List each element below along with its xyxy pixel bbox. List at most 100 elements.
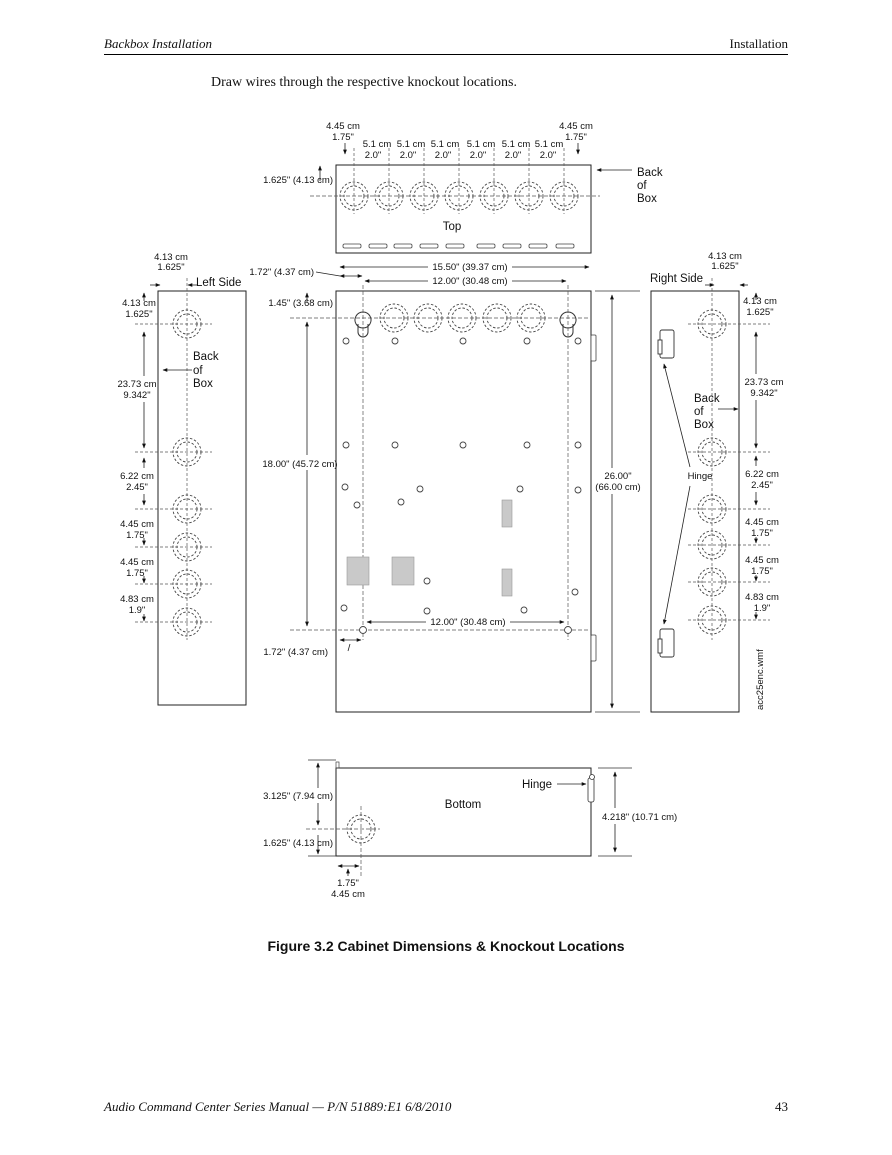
top-depth-label: 1.625" (4.13 cm): [263, 175, 333, 186]
bottom-corner-tab: [335, 761, 340, 769]
right-gap3-in: 1.75": [751, 528, 773, 539]
spacing-in: 2.0": [540, 150, 557, 161]
footer-manual-title: Audio Command Center Series Manual — P/N…: [104, 1099, 451, 1115]
right-depth-in: 1.625": [711, 261, 738, 272]
figure-caption: Figure 3.2 Cabinet Dimensions & Knockout…: [267, 938, 625, 954]
left-gap4-cm: 4.45 cm: [120, 557, 154, 568]
keyhole-mounting-slots: [354, 311, 577, 338]
top-spacing-labels: 5.1 cm 5.1 cm 5.1 cm 5.1 cm 5.1 cm 5.1 c…: [363, 139, 564, 161]
knockout: [697, 567, 727, 597]
bottom-edge-cm: 4.45 cm: [331, 889, 365, 900]
top-view-outline: [335, 164, 592, 254]
running-header-chapter: Installation: [729, 36, 789, 51]
bottom-depth-label: 3.125" (7.94 cm): [263, 791, 333, 802]
footer-title-text: Audio Command Center Series Manual — P/N…: [104, 1099, 452, 1114]
top-vent-slots: [342, 243, 575, 249]
spacing-in: 2.0": [470, 150, 487, 161]
front-top-offset-label: 1.45" (3.68 cm): [268, 298, 333, 309]
right-hinge-arrow-down: [662, 485, 691, 625]
left-depth-cm: 4.13 cm: [154, 252, 188, 263]
left-back-label-3: Box: [193, 378, 213, 390]
front-left-offset-bottom-leader: [347, 643, 351, 652]
figure-filename: acc25enc.wmf: [755, 649, 766, 710]
front-total-height-label-in: 26.00": [604, 471, 631, 482]
front-total-height-label-cm: (66.00 cm): [595, 482, 640, 493]
left-side-title: Left Side: [196, 277, 241, 289]
page-number: 43: [775, 1099, 788, 1114]
right-back-label-1: Back: [694, 393, 720, 405]
top-edge-right-cm: 4.45 cm: [559, 121, 593, 132]
knockout: [697, 437, 727, 467]
left-centerlines: [135, 278, 212, 640]
left-gap2-in: 2.45": [126, 482, 148, 493]
spacing-in: 2.0": [400, 150, 417, 161]
front-total-width-label: 15.50" (39.37 cm): [432, 262, 507, 273]
right-hinge-label: Hinge: [688, 471, 713, 482]
front-left-offset-top-leader: [315, 271, 341, 277]
running-header-section: Backbox Installation: [104, 36, 212, 51]
right-side-view: Right Side Hinge 4.13 cm 1.625" 4.13 cm: [650, 251, 784, 713]
left-gap5-cm: 4.83 cm: [120, 594, 154, 605]
right-gap1-in: 9.342": [750, 388, 777, 399]
spacing-in: 2.0": [435, 150, 452, 161]
header-rule: [104, 54, 788, 55]
top-centerlines: [353, 148, 565, 214]
left-back-label-1: Back: [193, 351, 219, 363]
top-back-label-3: Box: [637, 193, 657, 205]
left-gap1-in: 9.342": [123, 390, 150, 401]
bottom-hinge-pin: [589, 774, 595, 780]
left-side-outline: [157, 290, 247, 706]
front-hinges: [590, 334, 597, 662]
bottom-ko-offset-label: 1.625" (4.13 cm): [263, 838, 333, 849]
right-back-label-2: of: [694, 406, 704, 418]
right-side-title: Right Side: [650, 273, 703, 285]
label-mask: [426, 615, 510, 627]
front-view: 15.50" (39.37 cm) 12.00" (30.48 cm) 1.72…: [249, 260, 641, 713]
intro-paragraph: Draw wires through the respective knocko…: [211, 75, 517, 90]
standoff-pad: [391, 556, 415, 586]
front-bottom-hole-width-label: 12.00" (30.48 cm): [430, 617, 505, 628]
spacing-in: 2.0": [365, 150, 382, 161]
right-gap3-cm: 4.45 cm: [745, 517, 779, 528]
spacing-cm: 5.1 cm: [467, 139, 496, 150]
front-left-offset-top-label: 1.72" (4.37 cm): [249, 267, 314, 278]
top-edge-left-in: 1.75": [332, 132, 354, 143]
right-side-outline: [650, 290, 740, 713]
spacing-cm: 5.1 cm: [397, 139, 426, 150]
right-gap5-in: 1.9": [754, 603, 771, 614]
right-back-label-3: Box: [694, 419, 714, 431]
right-gap4-in: 1.75": [751, 566, 773, 577]
left-gap1-cm: 23.73 cm: [117, 379, 156, 390]
right-top-offset-in: 1.625": [746, 307, 773, 318]
bottom-height-label: 4.218" (10.71 cm): [602, 812, 677, 823]
spacing-cm: 5.1 cm: [502, 139, 531, 150]
bottom-hinge-label: Hinge: [522, 779, 552, 791]
mounting-holes: [340, 337, 582, 634]
right-top-offset-cm: 4.13 cm: [743, 296, 777, 307]
standoff-pad: [501, 568, 513, 597]
left-gap4-in: 1.75": [126, 568, 148, 579]
right-gap1-cm: 23.73 cm: [744, 377, 783, 388]
left-back-label-2: of: [193, 365, 203, 377]
left-gap2-cm: 6.22 cm: [120, 471, 154, 482]
left-depth-in: 1.625": [157, 262, 184, 273]
top-view: Top 4.45 cm 1.75" 4.45 cm 1.75" 5.1 cm 5…: [263, 121, 663, 254]
left-top-offset-in: 1.625": [125, 309, 152, 320]
top-edge-left-cm: 4.45 cm: [326, 121, 360, 132]
standoff-pads: [346, 499, 513, 597]
spacing-cm: 5.1 cm: [535, 139, 564, 150]
top-view-title: Top: [443, 221, 462, 233]
right-gap4-cm: 4.45 cm: [745, 555, 779, 566]
bottom-view-outline: [335, 767, 592, 857]
front-view-outline: [335, 290, 592, 713]
bottom-view: Bottom Hinge 3.125" (7.94 cm) 1.625" (4.…: [263, 759, 677, 900]
front-left-offset-bottom-label: 1.72" (4.37 cm): [263, 647, 328, 658]
label-mask: [428, 260, 512, 272]
left-gap5-in: 1.9": [129, 605, 146, 616]
bottom-hinge: [587, 777, 595, 803]
right-depth-cm: 4.13 cm: [708, 251, 742, 262]
spacing-in: 2.0": [505, 150, 522, 161]
right-centerlines: [688, 278, 770, 640]
right-hinge-arrow-up: [663, 363, 691, 468]
